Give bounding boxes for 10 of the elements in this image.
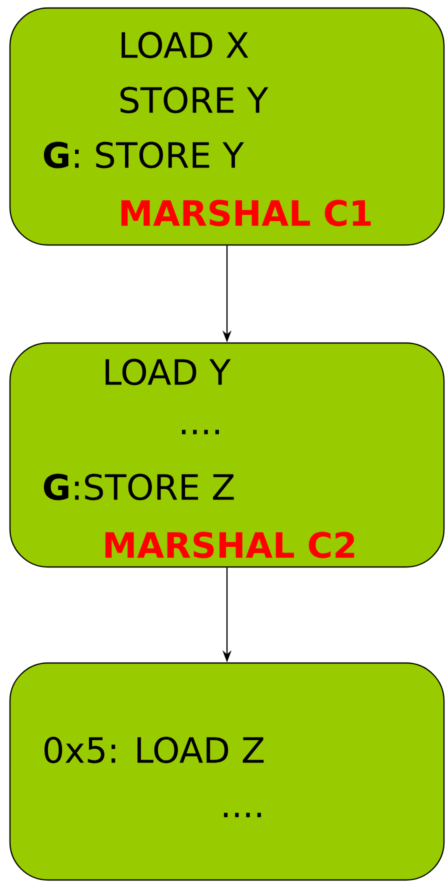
text-line: G:STORE Z	[44, 474, 234, 500]
text-line: STORE Y	[120, 86, 268, 114]
text-line: ....	[182, 430, 219, 434]
text-line: MARSHAL C1	[121, 200, 371, 226]
text-line: 0x5: LOAD Z	[44, 736, 264, 764]
text-line: MARSHAL C2	[105, 532, 354, 558]
text-line: G: STORE Y	[44, 142, 244, 168]
text-line: LOAD Y	[106, 358, 231, 386]
text-line: ....	[224, 812, 261, 818]
text-line: LOAD X	[122, 32, 248, 58]
